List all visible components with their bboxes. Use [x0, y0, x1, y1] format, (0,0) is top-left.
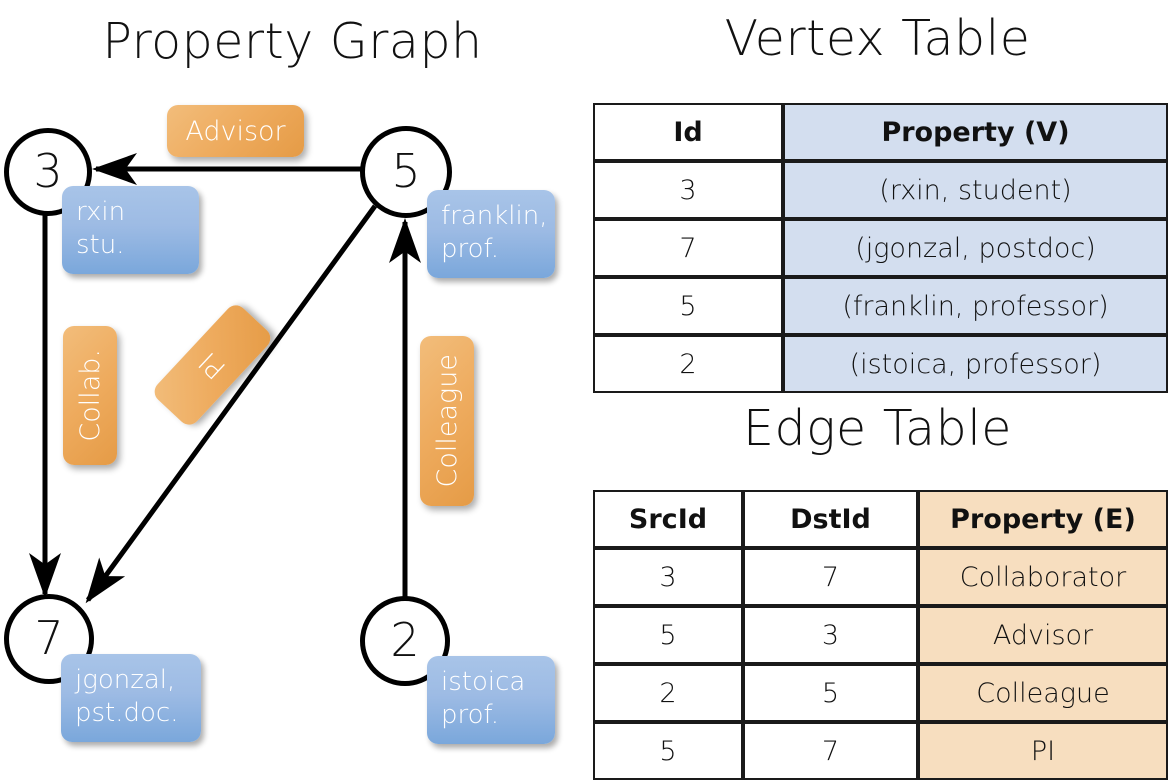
vertex-cell-id: 5	[593, 277, 783, 335]
graph-node-2[interactable]: 2	[360, 596, 450, 686]
table-row: 2 (istoica, professor)	[593, 335, 1168, 393]
vertex-table: Id Property (V) 3 (rxin, student) 7 (jgo…	[593, 103, 1168, 393]
edge-cell-srcid: 3	[593, 548, 743, 606]
table-row: 3 7 Collaborator	[593, 548, 1168, 606]
edge-cell-dstid: 7	[743, 722, 918, 780]
node-property-7-line1: jgonzal,	[75, 665, 176, 695]
vertex-table-header-id: Id	[593, 103, 783, 161]
edge-cell-property: Advisor	[918, 606, 1168, 664]
edge-cell-srcid: 5	[593, 722, 743, 780]
edge-label-colleague-text: Colleague	[431, 354, 463, 488]
node-property-2-line1: istoica	[441, 667, 526, 697]
node-property-3-line2: stu.	[76, 230, 125, 261]
table-row: 5 (franklin, professor)	[593, 277, 1168, 335]
page-title-vertex-table: Vertex Table	[724, 10, 1031, 67]
node-property-box-5: franklin, prof.	[427, 190, 555, 278]
vertex-table-header-row: Id Property (V)	[593, 103, 1168, 161]
table-row: 2 5 Colleague	[593, 664, 1168, 722]
edge-label-advisor-text: Advisor	[185, 115, 286, 147]
vertex-table-header-property: Property (V)	[783, 103, 1168, 161]
table-row: 5 7 PI	[593, 722, 1168, 780]
property-graph-diagram: 3 5 7 2 rxin stu. franklin, prof. jgonza…	[0, 0, 585, 760]
node-property-3-line1: rxin	[76, 197, 126, 227]
node-property-2-line2: prof.	[441, 700, 500, 731]
edge-cell-dstid: 3	[743, 606, 918, 664]
graph-node-7-label: 7	[34, 611, 64, 665]
edge-cell-dstid: 5	[743, 664, 918, 722]
graph-node-2-label: 2	[390, 613, 420, 667]
edge-table-header-property: Property (E)	[918, 490, 1168, 548]
edge-label-collab-text: Collab.	[74, 349, 106, 442]
edge-label-colleague: Colleague	[420, 336, 474, 506]
edge-label-pi-text: PI	[193, 345, 232, 385]
edge-label-advisor: Advisor	[167, 105, 304, 157]
edge-cell-property: PI	[918, 722, 1168, 780]
vertex-cell-property: (rxin, student)	[783, 161, 1168, 219]
graph-edges-svg	[29, 153, 421, 604]
edge-table-header-srcid: SrcId	[593, 490, 743, 548]
vertex-cell-id: 7	[593, 219, 783, 277]
graph-node-3-label: 3	[33, 144, 63, 198]
vertex-cell-id: 3	[593, 161, 783, 219]
edge-table-header-row: SrcId DstId Property (E)	[593, 490, 1168, 548]
page-title-property-graph: Property Graph	[102, 13, 483, 70]
table-row: 7 (jgonzal, postdoc)	[593, 219, 1168, 277]
edge-cell-srcid: 5	[593, 606, 743, 664]
node-property-5-line2: prof.	[441, 234, 500, 265]
vertex-cell-property: (jgonzal, postdoc)	[783, 219, 1168, 277]
vertex-cell-property: (franklin, professor)	[783, 277, 1168, 335]
table-row: 5 3 Advisor	[593, 606, 1168, 664]
edge-cell-property: Colleague	[918, 664, 1168, 722]
vertex-cell-id: 2	[593, 335, 783, 393]
node-property-7-line2: pst.doc.	[75, 698, 179, 729]
node-property-box-2: istoica prof.	[427, 656, 555, 744]
table-row: 3 (rxin, student)	[593, 161, 1168, 219]
node-property-5-line1: franklin,	[441, 201, 548, 231]
graph-node-5[interactable]: 5	[360, 126, 452, 218]
edge-table: SrcId DstId Property (E) 3 7 Collaborato…	[593, 490, 1168, 780]
edge-cell-property: Collaborator	[918, 548, 1168, 606]
edge-5-to-7	[85, 204, 378, 604]
page-title-edge-table: Edge Table	[743, 400, 1012, 457]
edge-cell-srcid: 2	[593, 664, 743, 722]
graph-node-5-label: 5	[391, 144, 421, 198]
vertex-cell-property: (istoica, professor)	[783, 335, 1168, 393]
edge-table-header-dstid: DstId	[743, 490, 918, 548]
node-property-box-3: rxin stu.	[62, 186, 199, 274]
edge-label-collab: Collab.	[63, 326, 117, 465]
node-property-box-7: jgonzal, pst.doc.	[61, 654, 201, 742]
edge-cell-dstid: 7	[743, 548, 918, 606]
